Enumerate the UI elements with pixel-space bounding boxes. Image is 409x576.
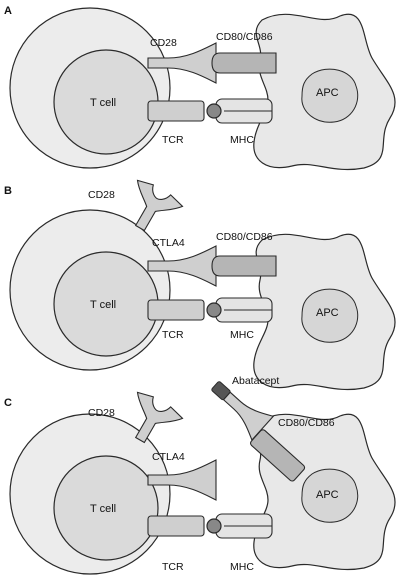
apc-label: APC (316, 87, 339, 99)
cd80-cd86-label: CD80/CD86 (216, 31, 273, 43)
tcr-mhc-complex (147, 513, 273, 539)
cd80-cd86-ligand (211, 255, 277, 277)
cd80-cd86-label: CD80/CD86 (278, 417, 335, 429)
apc-label: APC (316, 307, 339, 319)
tcr-mhc-complex (147, 297, 273, 323)
cd28-label: CD28 (150, 37, 177, 49)
tcr-label: TCR (162, 134, 184, 146)
ctla4-label: CTLA4 (152, 451, 185, 463)
tcr-receptor (147, 100, 205, 122)
panel-letter: B (4, 185, 12, 197)
tcr-label: TCR (162, 561, 184, 573)
mhc-label: MHC (230, 134, 254, 146)
panel-a: A APC T cell CD28 CD80/CD86 TCR MHC (4, 5, 396, 171)
abatacept-label: Abatacept (232, 375, 279, 387)
tcr-mhc-complex (147, 98, 273, 124)
cd28-label: CD28 (88, 189, 115, 201)
apc-label: APC (316, 489, 339, 501)
cd80-cd86-ligand (249, 429, 306, 482)
t-cell-nucleus (53, 455, 159, 561)
peptide-antigen (206, 103, 222, 119)
panel-c: C APC T cell Abatacept CD28 CTLA4 (4, 375, 396, 575)
tcr-receptor (147, 515, 205, 537)
peptide-antigen (206, 302, 222, 318)
panel-letter: C (4, 397, 12, 409)
tcr-label: TCR (162, 329, 184, 341)
ctla4-label: CTLA4 (152, 237, 185, 249)
t-cell-label: T cell (90, 299, 116, 311)
tcr-receptor (147, 299, 205, 321)
panel-letter: A (4, 5, 12, 17)
mhc-label: MHC (230, 561, 254, 573)
cd80-cd86-ligand (211, 52, 277, 74)
cd80-cd86-label: CD80/CD86 (216, 231, 273, 243)
mhc-label: MHC (230, 329, 254, 341)
t-cell-label: T cell (90, 503, 116, 515)
cd28-label: CD28 (88, 407, 115, 419)
t-cell-label: T cell (90, 97, 116, 109)
peptide-antigen (206, 518, 222, 534)
panel-b: B APC T cell CD28 CTLA4 CD80/CD86 TCR MH… (4, 176, 396, 391)
